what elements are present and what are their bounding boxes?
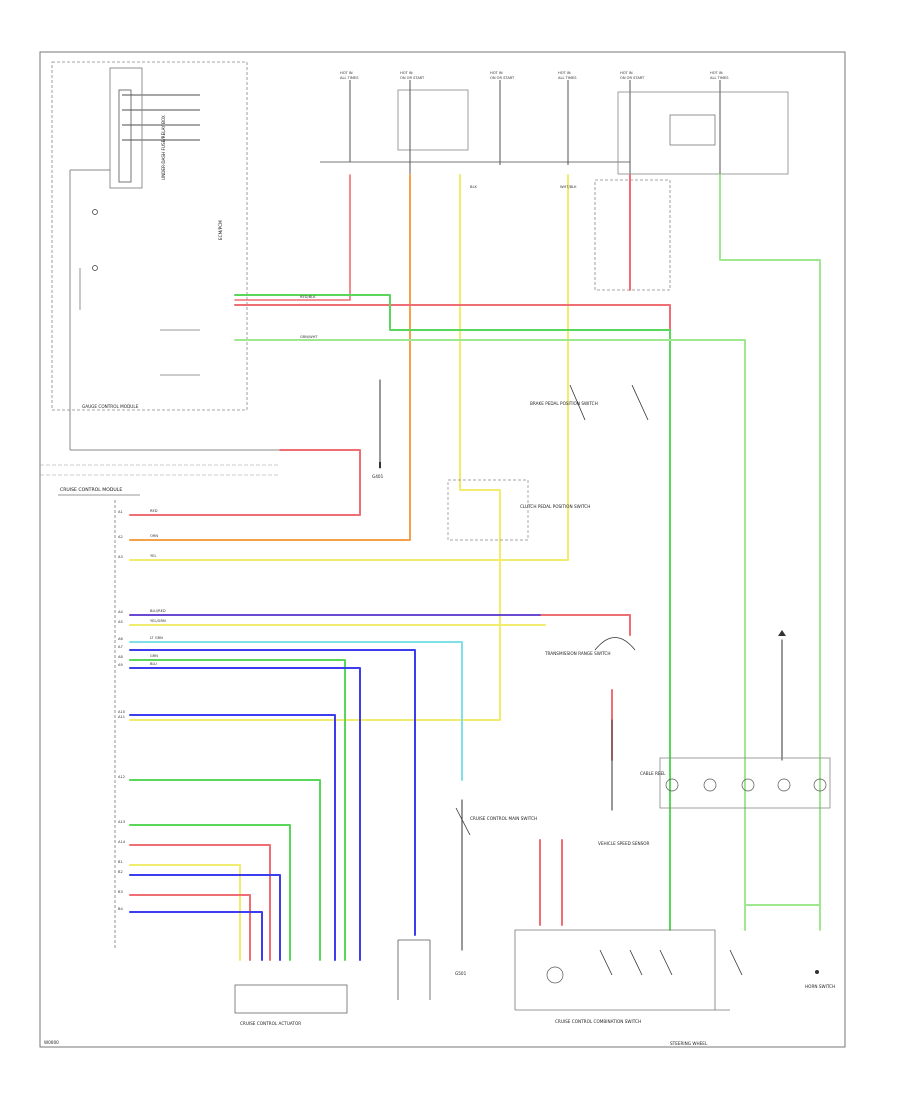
pin-a8: A8 <box>118 655 123 659</box>
brake-switch-label: BRAKE PEDAL POSITION SWITCH <box>530 401 598 406</box>
wire-red-6 <box>129 844 271 961</box>
pin-a7: A7 <box>118 645 123 649</box>
wire-green-4 <box>129 659 346 961</box>
cable-reel: CABLE REEL <box>640 757 831 809</box>
main-switch-label: CRUISE CONTROL MAIN SWITCH <box>470 816 537 821</box>
pin-b2: B2 <box>118 870 123 874</box>
fuse-2-bottom: ON OR START <box>400 76 425 80</box>
fuse-relay-block: UNDER-DASH FUSE/RELAY BOX ECM/PCM GAUGE … <box>51 61 280 451</box>
pin-b4: B4 <box>118 907 123 911</box>
wire-code-3: YEL <box>150 554 156 558</box>
wire-code-6: LT GRN <box>150 636 163 640</box>
wire-green-6 <box>129 824 291 961</box>
wire-green-3 <box>719 174 821 931</box>
wire-green-1 <box>234 294 671 931</box>
wire-cyan <box>129 641 463 781</box>
wire-code-2: ORN <box>150 534 158 538</box>
wire-yellow-2 <box>129 174 501 721</box>
pin-b3: B3 <box>118 890 123 894</box>
wire-code-5: YEL/GRN <box>150 619 166 623</box>
pin-a5: A5 <box>118 620 123 624</box>
wire-blue-5 <box>129 874 281 961</box>
clutch-switch-label: CLUTCH PEDAL POSITION SWITCH <box>520 504 590 509</box>
wire-red-4 <box>129 449 361 516</box>
fuse-box-label: UNDER-DASH FUSE/RELAY BOX <box>161 115 166 180</box>
wire-blue-4 <box>129 714 336 961</box>
wire-red-7 <box>129 894 251 961</box>
fuse-1-top: HOT IN <box>340 71 353 75</box>
pin-a3: A3 <box>118 555 123 559</box>
pin-a11: A11 <box>118 715 125 719</box>
pin-a2: A2 <box>118 535 123 539</box>
wire-red-2 <box>234 174 351 301</box>
combo-switch-label: CRUISE CONTROL COMBINATION SWITCH <box>555 1019 641 1024</box>
pin-a1: A1 <box>118 510 123 514</box>
combination-switch: CRUISE CONTROL COMBINATION SWITCH STEERI… <box>514 929 835 1046</box>
pin-a9: A9 <box>118 663 123 667</box>
wires <box>129 174 821 961</box>
fuse-3-top: HOT IN <box>490 71 503 75</box>
fuse-4-top: HOT IN <box>558 71 571 75</box>
fuse-5-top: HOT IN <box>620 71 633 75</box>
actuator-label: CRUISE CONTROL ACTUATOR <box>240 1021 301 1026</box>
fuse-1-bottom: ALL TIMES <box>340 76 359 80</box>
ecu-label: CRUISE CONTROL MODULE <box>60 487 122 493</box>
fuse-6-top: HOT IN <box>710 71 723 75</box>
ground2-label: G501 <box>455 971 467 976</box>
wire-orange <box>129 174 411 541</box>
wire-red-3 <box>234 304 671 761</box>
pin-a12: A12 <box>118 775 125 779</box>
wire-blue-2 <box>129 649 416 936</box>
wire-code-12: WHT/BLK <box>560 185 577 189</box>
fuse-labels: HOT IN ALL TIMES HOT IN ON OR START HOT … <box>340 71 729 80</box>
wire-code-11: BLK <box>470 185 477 189</box>
wire-blue-3 <box>129 667 361 961</box>
cruise-control-module: CRUISE CONTROL MODULE A1 A2 A3 A4 A5 A6 … <box>40 464 280 950</box>
wire-code-1: RED <box>150 509 158 513</box>
wire-code-labels: RED ORN YEL BLU/RED YEL/GRN LT GRN GRN B… <box>150 185 577 666</box>
fuse-2-top: HOT IN <box>400 71 413 75</box>
wire-yellow-3 <box>129 864 241 961</box>
pin-a13: A13 <box>118 820 125 824</box>
ecm-label: ECM/PCM <box>218 220 223 240</box>
wire-green-2 <box>234 339 746 931</box>
pin-a4: A4 <box>118 610 123 614</box>
fuse-6-bottom: ALL TIMES <box>710 76 729 80</box>
wire-code-8: BLU <box>150 662 157 666</box>
wire-green-5 <box>129 779 321 961</box>
shift-switch-label: TRANSMISSION RANGE SWITCH <box>544 651 611 656</box>
pin-a14: A14 <box>118 840 126 844</box>
wire-code-9: RED/BLK <box>300 295 316 299</box>
lower-components: CRUISE CONTROL MAIN SWITCH VEHICLE SPEED… <box>234 807 650 1026</box>
pin-b1: B1 <box>118 860 123 864</box>
wire-code-4: BLU/RED <box>150 609 166 613</box>
vss-label: VEHICLE SPEED SENSOR <box>598 841 650 846</box>
wire-code-10: GRN/WHT <box>300 335 318 339</box>
horn-label: HORN SWITCH <box>805 984 835 989</box>
fuse-5-bottom: ON OR START <box>620 76 645 80</box>
steering-label: STEERING WHEEL <box>670 1041 708 1046</box>
diagram-code: W0000 <box>44 1040 59 1045</box>
cable-reel-label: CABLE REEL <box>640 771 666 776</box>
ground-label: G401 <box>372 474 384 479</box>
wire-code-7: GRN <box>150 654 158 658</box>
diagram-border <box>39 51 846 1048</box>
fuse-row: HOT IN ALL TIMES HOT IN ON OR START HOT … <box>320 71 789 291</box>
pin-a6: A6 <box>118 637 123 641</box>
fuse-3-bottom: ON OR START <box>490 76 515 80</box>
fuse-4-bottom: ALL TIMES <box>558 76 577 80</box>
pin-a10: A10 <box>118 710 126 714</box>
wire-yellow-1 <box>129 174 569 561</box>
switches: BRAKE PEDAL POSITION SWITCH CLUTCH PEDAL… <box>372 384 786 656</box>
gauge-label: GAUGE CONTROL MODULE <box>82 404 139 409</box>
wire-blue-6 <box>129 911 263 961</box>
pin-labels: A1 A2 A3 A4 A5 A6 A7 A8 A9 A10 A11 A12 A… <box>118 510 126 911</box>
